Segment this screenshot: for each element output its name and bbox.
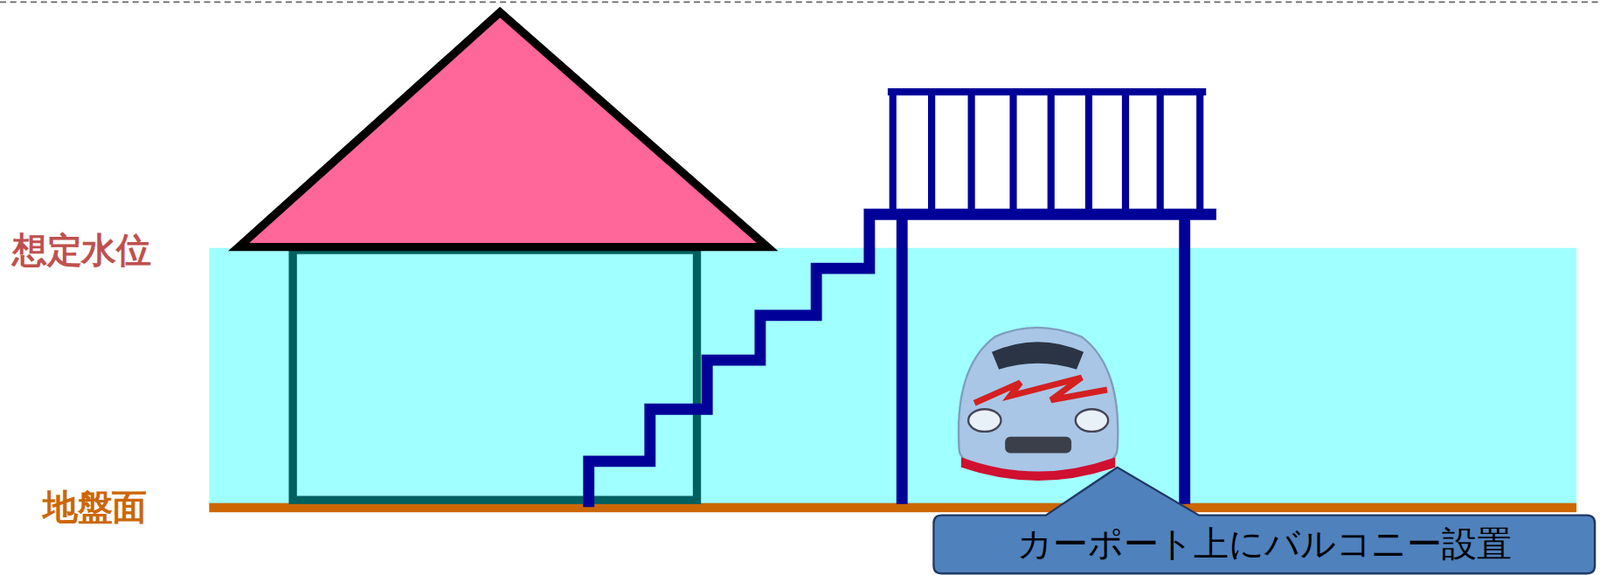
balcony-railing [887,91,1206,212]
house-roof [238,12,768,248]
ground-line [208,503,1577,513]
staircase [588,214,1217,507]
water-level-label: 想定水位 [12,232,152,268]
ground-level-label: 地盤面 [42,489,147,525]
carport-post [901,214,1185,505]
callout-box: カーポート上にバルコニー設置 [933,515,1595,575]
flood-water [208,248,1577,508]
car-illustration [958,327,1118,481]
callout-outline [933,467,1595,574]
frame-dashed-line [0,0,1600,3]
callout-text-area: カーポート上にバルコニー設置 [933,515,1595,575]
callout-text: カーポート上にバルコニー設置 [1017,520,1511,568]
